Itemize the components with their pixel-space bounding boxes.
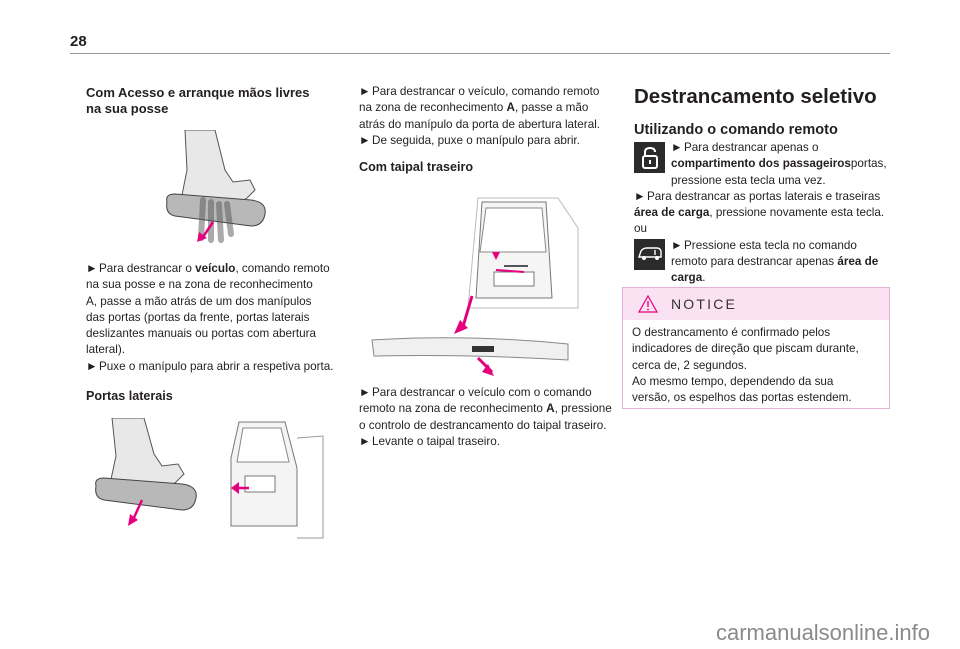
column-1-text: ►Para destrancar o veículo, comando remo… (86, 261, 348, 404)
van-cargo-icon (634, 238, 665, 270)
subtitle-remote: Utilizando o comando remoto (634, 122, 838, 138)
notice-title: NOTICE (671, 296, 738, 312)
column-3-text: ►Para destrancar apenas o compartimento … (634, 140, 896, 287)
side-door-illustration (95, 418, 324, 539)
paragraph-unlock-side-door: ►Para destrancar o veículo, comando remo… (359, 85, 601, 147)
notice-box: NOTICE O destrancamento é confirmado pel… (622, 287, 890, 409)
paragraph-cargo-unlock: ►Pressione esta tecla no comando remoto … (671, 238, 879, 285)
notice-body: O destrancamento é confirmado pelos indi… (632, 326, 859, 405)
notice-header: NOTICE (623, 288, 889, 320)
watermark: carmanualsonline.info (715, 620, 930, 645)
section-title-selective-unlock: Destrancamento seletivo (634, 85, 877, 108)
page-number: 28 (70, 33, 87, 50)
section-title-hands-free: Com Acesso e arranque mãos livres na sua… (86, 85, 310, 116)
paragraph-passenger-unlock: ►Para destrancar apenas o compartimento … (634, 141, 887, 236)
warning-triangle-icon (638, 295, 658, 313)
header-rule (70, 53, 890, 54)
subtitle-side-doors: Portas laterais (86, 389, 173, 404)
column-3: Destrancamento seletivo Utilizando o com… (634, 85, 896, 139)
column-1: Com Acesso e arranque mãos livres na sua… (86, 85, 346, 117)
paragraph-unlock-tailgate: ►Para destrancar o veículo com o comando… (359, 386, 612, 448)
subtitle-tailgate: Com taipal traseiro (359, 160, 474, 175)
column-2-text-bottom: ►Para destrancar o veículo com o comando… (359, 385, 621, 450)
hand-on-handle-illustration (166, 130, 266, 243)
paragraph-unlock-handsfree: ►Para destrancar o veículo, comando remo… (86, 262, 334, 373)
tailgate-illustration (371, 197, 579, 376)
unlock-padlock-icon (634, 142, 665, 173)
column-2-text: ►Para destrancar o veículo, comando remo… (359, 84, 614, 175)
